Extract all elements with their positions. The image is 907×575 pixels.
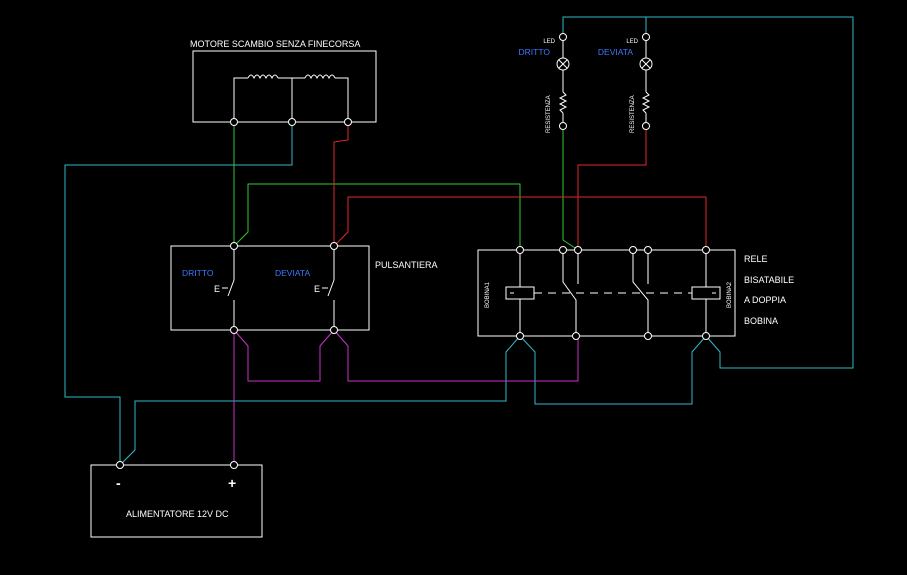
led-deviata-branch bbox=[639, 37, 653, 122]
pushbutton-box bbox=[170, 245, 370, 331]
btn2-mark: E bbox=[314, 284, 320, 294]
cyan-wires bbox=[64, 16, 854, 466]
magenta-wires bbox=[233, 329, 579, 465]
resistor1-label: RESISTENZA bbox=[546, 95, 552, 133]
pushbutton-switches bbox=[222, 246, 335, 330]
motor-box bbox=[192, 50, 377, 123]
relay-label-line4: BOBINA bbox=[744, 316, 778, 326]
led1-top-label: LED bbox=[543, 39, 555, 45]
btn-deviata-label: DEVIATA bbox=[275, 268, 310, 278]
relay-label-line1: RELE bbox=[744, 254, 768, 264]
psu-title: ALIMENTATORE 12V DC bbox=[126, 509, 229, 519]
relay-box bbox=[477, 249, 736, 337]
led-dritto-branch bbox=[556, 37, 570, 122]
motor-title: MOTORE SCAMBIO SENZA FINECORSA bbox=[190, 39, 360, 49]
resistor2-label: RESISTENZA bbox=[630, 95, 636, 133]
green-wires bbox=[233, 122, 579, 251]
coil1-label: BOBINA1 bbox=[485, 281, 491, 308]
power-supply-box bbox=[90, 464, 263, 538]
psu-minus-sign: - bbox=[116, 475, 121, 491]
led1-name-label: DRITTO bbox=[519, 47, 551, 57]
terminals bbox=[116, 33, 710, 469]
led2-name-label: DEVIATA bbox=[598, 47, 633, 57]
coil2-label: BOBINA2 bbox=[727, 281, 733, 308]
psu-plus-sign: + bbox=[228, 475, 236, 491]
relay-label-line3: A DOPPIA bbox=[744, 295, 786, 305]
motor-coils bbox=[233, 74, 349, 122]
pushbutton-title: PULSANTIERA bbox=[375, 260, 438, 270]
led2-top-label: LED bbox=[626, 39, 638, 45]
relay-internals bbox=[505, 250, 721, 336]
red-wires bbox=[333, 122, 707, 250]
btn1-mark: E bbox=[214, 284, 220, 294]
relay-label-line2: BISATABILE bbox=[744, 275, 794, 285]
btn-dritto-label: DRITTO bbox=[182, 268, 214, 278]
